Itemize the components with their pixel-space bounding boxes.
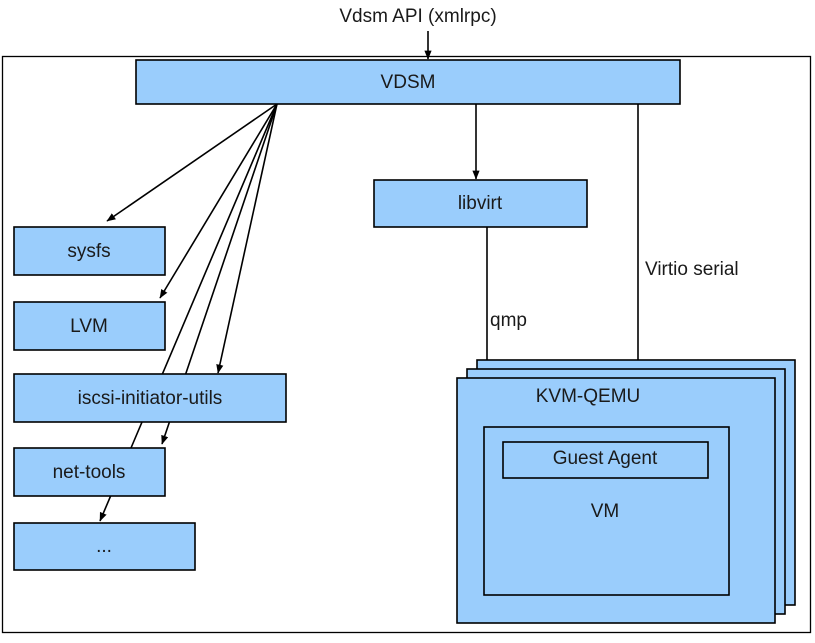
node-iscsi-label: iscsi-initiator-utils (78, 388, 223, 409)
node-lvm-label: LVM (70, 316, 108, 337)
node-lvm[interactable] (13, 301, 166, 351)
node-libvirt-label: libvirt (458, 193, 503, 214)
node-vdsm[interactable] (135, 59, 681, 105)
node-iscsi-initiator-utils[interactable] (13, 373, 287, 423)
host-frame (1, 55, 812, 634)
edge-vdsm-to-sysfs (106, 103, 278, 222)
node-guest-agent[interactable] (502, 441, 709, 479)
node-net-tools-label: net-tools (53, 462, 126, 483)
node-sysfs-label: sysfs (67, 241, 110, 262)
node-guest-agent-label: Guest Agent (553, 448, 658, 469)
node-vdsm-label: VDSM (381, 72, 436, 93)
node-sysfs[interactable] (13, 226, 166, 276)
node-kvm-qemu[interactable] (456, 377, 776, 624)
edge-vdsm-to-lvm (159, 103, 278, 299)
node-kvm-qemu-label: KVM-QEMU (536, 386, 641, 407)
node-ellipsis-label: ... (96, 536, 112, 557)
edge-label-virtio-serial: Virtio serial (645, 259, 739, 280)
node-vm-label: VM (591, 501, 620, 522)
node-ellipsis[interactable] (13, 522, 196, 571)
edge-label-qmp: qmp (490, 310, 527, 331)
node-libvirt[interactable] (373, 179, 588, 228)
top-api-label: Vdsm API (xmlrpc) (339, 6, 496, 27)
node-net-tools[interactable] (13, 447, 166, 497)
edge-vdsm-to-iscsi (216, 103, 278, 374)
node-vm[interactable] (483, 426, 730, 596)
